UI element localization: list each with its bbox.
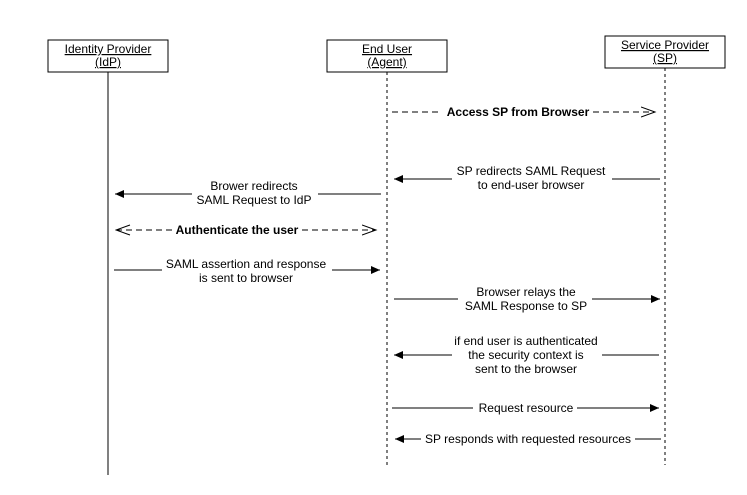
message-authenticate: Authenticate the user xyxy=(116,223,376,237)
message-sp-responds: SP responds with requested resources xyxy=(395,432,661,446)
message-label-line-1: SAML assertion and response xyxy=(166,257,327,271)
message-access-sp: Access SP from Browser xyxy=(392,105,655,119)
actor-idp-line-1: Identity Provider xyxy=(65,42,152,56)
actor-sp: Service Provider (SP) xyxy=(604,35,726,465)
actor-idp-line-2: (IdP) xyxy=(95,55,121,69)
message-security-context: if end user is authenticated the securit… xyxy=(394,334,659,376)
message-label-line-1: SP redirects SAML Request xyxy=(457,164,606,178)
actor-box-idp xyxy=(47,39,169,73)
actor-user-line-1: End User xyxy=(362,42,412,56)
message-browser-redirects: Brower redirects SAML Request to IdP xyxy=(115,179,381,207)
message-label-line-1: SP responds with requested resources xyxy=(425,432,631,446)
message-label-line-1: Browser relays the xyxy=(476,285,576,299)
message-label-line-2: SAML Response to SP xyxy=(465,299,587,313)
message-label-line-1: if end user is authenticated xyxy=(454,334,597,348)
message-assertion: SAML assertion and response is sent to b… xyxy=(114,257,380,285)
message-request-resource: Request resource xyxy=(392,401,659,415)
actor-user-line-2: (Agent) xyxy=(367,55,406,69)
message-label-line-1: Access SP from Browser xyxy=(447,105,590,119)
actor-sp-line-1: Service Provider xyxy=(621,38,709,52)
message-label-line-3: sent to the browser xyxy=(475,362,577,376)
message-browser-relays: Browser relays the SAML Response to SP xyxy=(394,285,660,313)
message-sp-redirects: SP redirects SAML Request to end-user br… xyxy=(394,164,660,192)
message-label-line-2: is sent to browser xyxy=(199,271,293,285)
message-label-line-2: to end-user browser xyxy=(478,178,585,192)
actor-box-sp xyxy=(604,35,726,69)
actor-sp-line-2: (SP) xyxy=(653,51,677,65)
message-label-line-1: Brower redirects xyxy=(210,179,297,193)
message-label-line-2: SAML Request to IdP xyxy=(197,193,312,207)
actor-box-user xyxy=(326,39,448,73)
message-label-line-1: Authenticate the user xyxy=(176,223,299,237)
message-label-line-2: the security context is xyxy=(468,348,583,362)
actor-idp: Identity Provider (IdP) xyxy=(47,39,169,475)
actor-user: End User (Agent) xyxy=(326,39,448,468)
message-label-line-1: Request resource xyxy=(479,401,574,415)
